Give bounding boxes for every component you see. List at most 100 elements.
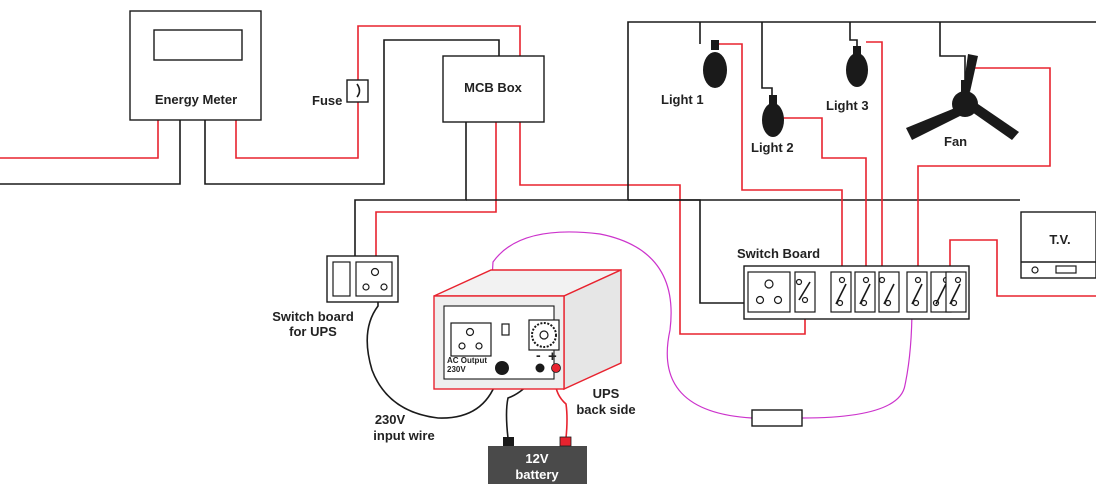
light-3: Light 3 bbox=[826, 46, 869, 113]
tv: T.V. bbox=[1020, 211, 1096, 279]
ups-input-wire bbox=[366, 288, 501, 419]
switch-contact bbox=[838, 276, 846, 284]
switch-fan[interactable] bbox=[906, 271, 928, 313]
switch-contact bbox=[860, 299, 868, 307]
light-1-holder bbox=[711, 40, 719, 50]
socket-pin-right bbox=[475, 342, 483, 350]
neutral-to-light2 bbox=[761, 22, 773, 96]
toggle-switch-icon[interactable] bbox=[854, 271, 876, 313]
switch-contact bbox=[914, 276, 922, 284]
fan-label: Fan bbox=[944, 134, 967, 149]
mcb-box: MCB Box bbox=[442, 55, 545, 123]
switch-lever bbox=[798, 281, 811, 301]
light-1: Light 1 bbox=[661, 40, 727, 107]
socket-pin-left bbox=[362, 283, 370, 291]
switch-to-light1-wire bbox=[715, 43, 843, 274]
battery-positive-post bbox=[559, 436, 572, 447]
light-bulb-icon bbox=[703, 52, 727, 88]
light-bulb-icon bbox=[762, 103, 784, 137]
ups-back-label-2: back side bbox=[576, 402, 635, 417]
light-1-label: Light 1 bbox=[661, 92, 704, 107]
meter-to-fuse-wire bbox=[235, 102, 359, 159]
ups-output-wire bbox=[487, 231, 753, 419]
fuse-label: Fuse bbox=[312, 93, 342, 108]
ups-power-switch[interactable] bbox=[501, 323, 510, 336]
ac-output-label-2: 230V bbox=[447, 365, 466, 374]
fuse-to-mcb-wire bbox=[357, 25, 521, 80]
fuse-element bbox=[356, 83, 361, 98]
switch-socket[interactable] bbox=[794, 271, 816, 313]
input-wire-label-2: input wire bbox=[373, 428, 434, 443]
socket-pin-top bbox=[764, 279, 774, 289]
socket-pin-top bbox=[465, 327, 475, 337]
socket-pin-right bbox=[380, 283, 388, 291]
socket-pin-right bbox=[773, 295, 783, 305]
socket-icon bbox=[355, 261, 393, 297]
tv-icon bbox=[1055, 265, 1077, 274]
ups-positive-terminal bbox=[551, 363, 561, 373]
energy-meter-box bbox=[129, 10, 262, 121]
input-wire-label-1: 230V bbox=[375, 412, 406, 427]
ups-ac-output-socket bbox=[450, 322, 492, 357]
ups-switch-board-label-2: for UPS bbox=[289, 324, 337, 339]
switch-contact bbox=[912, 299, 920, 307]
light-bulb-icon bbox=[846, 53, 868, 87]
mains-neutral-wire bbox=[0, 120, 181, 185]
battery-negative-post bbox=[503, 437, 514, 446]
switch-contact bbox=[954, 276, 962, 284]
inline-fuse-icon bbox=[751, 409, 803, 427]
ceiling-fan-icon bbox=[952, 91, 978, 117]
battery: 12V battery bbox=[488, 436, 587, 484]
ups-switch-board: Switch board for UPS bbox=[272, 255, 399, 339]
switch-to-tv-wire bbox=[949, 239, 1096, 297]
light-3-label: Light 3 bbox=[826, 98, 869, 113]
toggle-switch-icon[interactable] bbox=[332, 261, 351, 297]
battery-label-1: 12V bbox=[525, 451, 548, 466]
switch-lever bbox=[883, 283, 895, 305]
ups-back-label-1: UPS bbox=[593, 386, 620, 401]
ups-negative-terminal bbox=[535, 363, 545, 373]
switch-light-3[interactable] bbox=[878, 271, 900, 313]
toggle-switch-icon[interactable] bbox=[830, 271, 852, 313]
socket-pin-top bbox=[370, 267, 380, 277]
switch-contact bbox=[795, 278, 803, 286]
neutral-to-light3 bbox=[849, 22, 858, 48]
switch-contact bbox=[878, 276, 886, 284]
energy-meter-display bbox=[153, 29, 243, 61]
battery-label-2: battery bbox=[515, 467, 559, 482]
ups-return-wire bbox=[801, 305, 913, 419]
neutral-to-switchboard bbox=[628, 199, 744, 304]
energy-meter-label: Energy Meter bbox=[155, 92, 237, 107]
fuse-icon bbox=[346, 79, 369, 103]
switch-light-2[interactable] bbox=[854, 271, 876, 313]
ups-input-jack bbox=[495, 361, 509, 375]
socket-pin-left bbox=[755, 295, 765, 305]
ups-unit: AC Output 230V - + UPS back side bbox=[433, 268, 636, 417]
switch-contact bbox=[884, 299, 892, 307]
switch-contact bbox=[950, 299, 958, 307]
meter-to-mcb-neutral bbox=[204, 39, 500, 185]
tv-label: T.V. bbox=[1049, 232, 1070, 247]
neutral-to-fan bbox=[939, 22, 966, 82]
light-2-label: Light 2 bbox=[751, 140, 794, 155]
toggle-switch-icon[interactable] bbox=[906, 271, 928, 313]
ups-board-switch[interactable] bbox=[332, 261, 351, 297]
fan-blade-left bbox=[906, 108, 960, 140]
fan-blade-top bbox=[963, 54, 978, 92]
socket-icon bbox=[747, 271, 791, 313]
switch-board: Switch Board bbox=[737, 246, 970, 320]
mains-phase-wire bbox=[0, 120, 159, 159]
switch-lever bbox=[935, 283, 947, 305]
switch-contact bbox=[801, 296, 809, 304]
switch-lever bbox=[911, 283, 923, 305]
toggle-switch-icon[interactable] bbox=[794, 271, 816, 313]
switch-light-1[interactable] bbox=[830, 271, 852, 313]
fan-blade-right bbox=[972, 104, 1019, 140]
switch-spare[interactable] bbox=[945, 271, 967, 313]
switch-lever bbox=[835, 283, 847, 305]
switch-lever bbox=[859, 283, 871, 305]
ups-minus-sign: - bbox=[536, 347, 541, 363]
energy-meter: Energy Meter bbox=[129, 10, 262, 121]
switch-to-light2-wire bbox=[777, 117, 867, 274]
